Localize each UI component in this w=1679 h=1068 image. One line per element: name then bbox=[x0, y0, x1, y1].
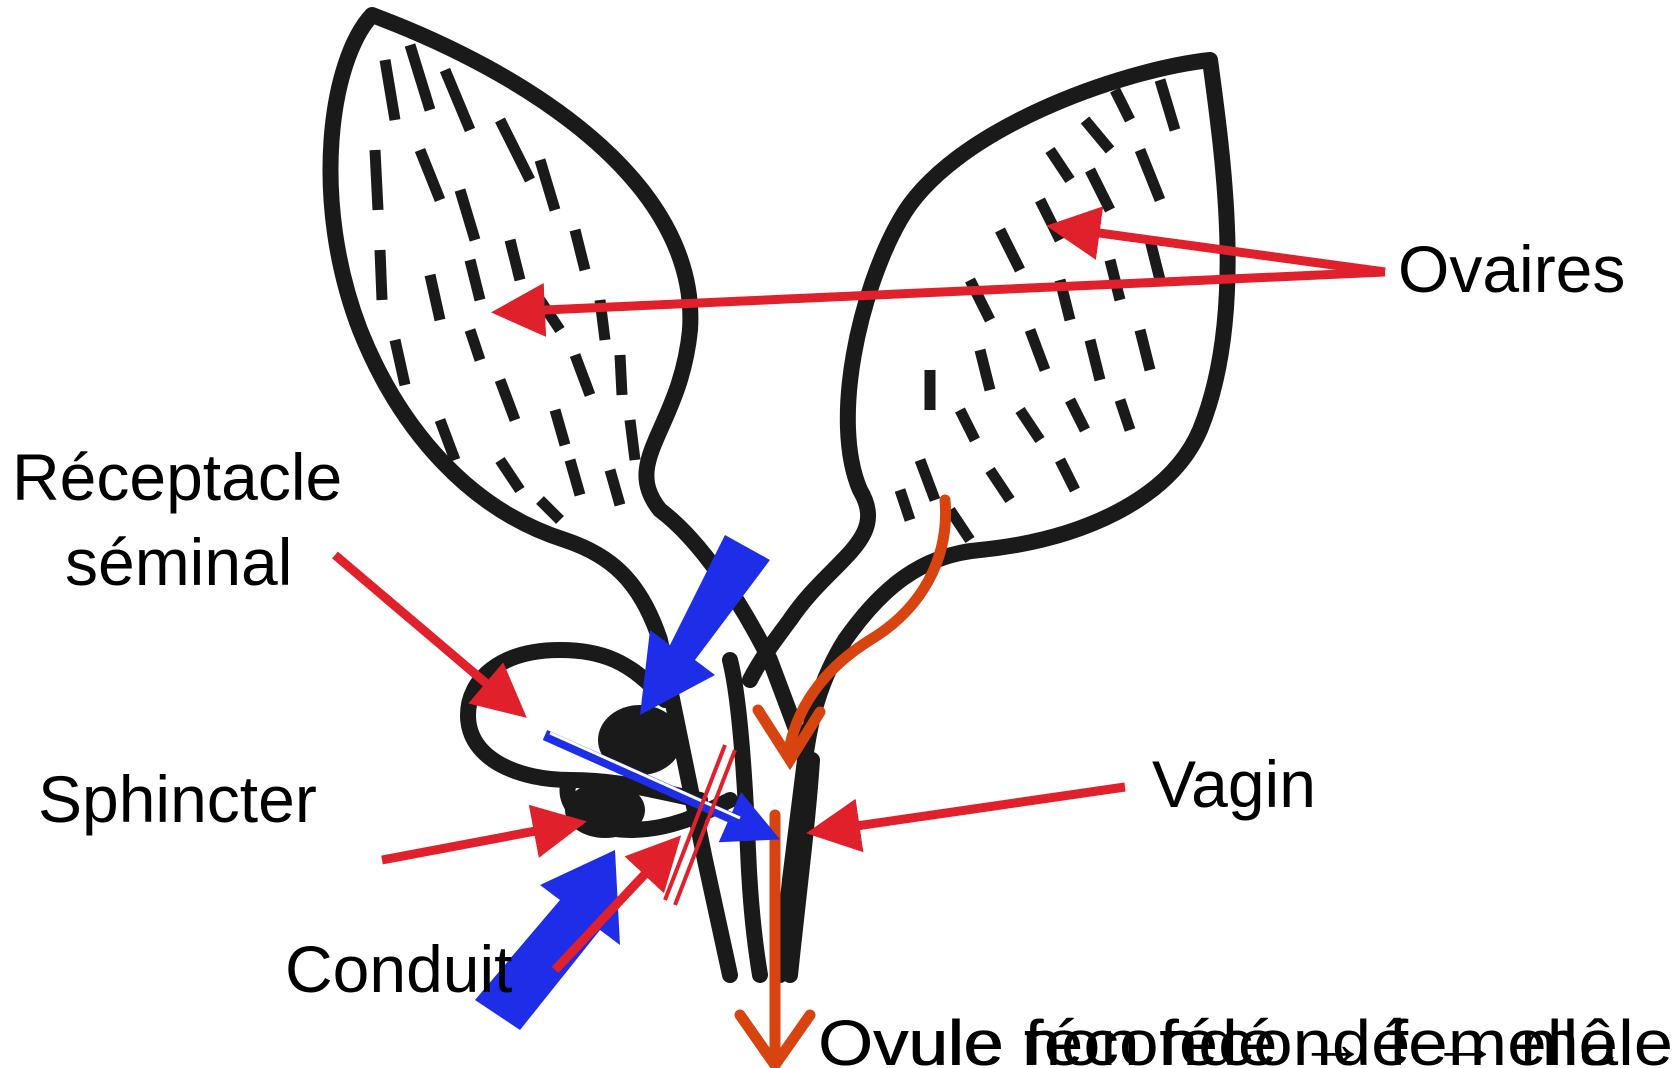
label-vagin: Vagin bbox=[1152, 747, 1316, 821]
sphincter-blob-lower bbox=[565, 782, 645, 838]
arrow-ovaires-left bbox=[500, 272, 1385, 312]
label-receptacle-line1: Réceptacle bbox=[12, 440, 342, 514]
arrow-vagin bbox=[815, 787, 1125, 832]
arrow-receptacle bbox=[335, 555, 520, 712]
label-ovule-feconde: Ovule fécondé → femelle bbox=[818, 1007, 1618, 1068]
label-receptacle-line2: séminal bbox=[65, 525, 292, 599]
left-ovary-texture bbox=[375, 45, 635, 520]
ovule-path bbox=[740, 500, 946, 1065]
left-ovary-outline bbox=[330, 15, 800, 975]
label-conduit: Conduit bbox=[285, 932, 513, 1006]
right-ovary-texture bbox=[900, 80, 1175, 540]
arrow-sphincter bbox=[382, 823, 578, 860]
label-sphincter: Sphincter bbox=[38, 762, 317, 836]
label-ovaires: Ovaires bbox=[1398, 232, 1625, 306]
